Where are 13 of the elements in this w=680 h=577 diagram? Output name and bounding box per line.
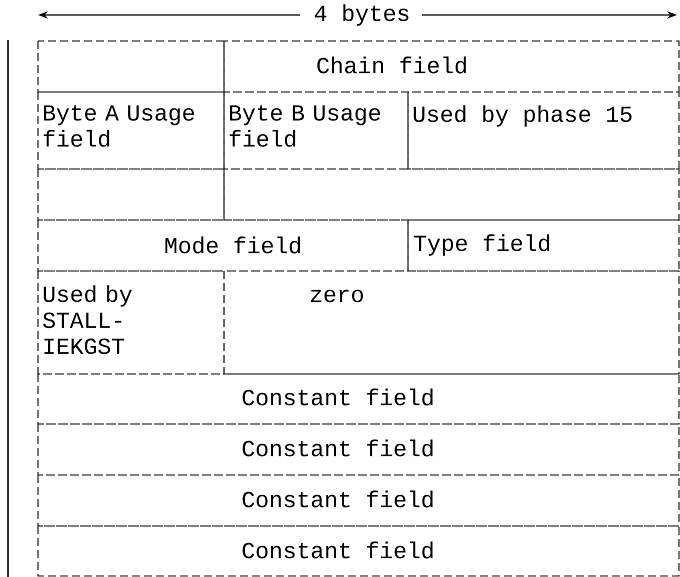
table-cell: Byte B Usage field — [223, 91, 409, 170]
table-cell: Chain field — [223, 40, 680, 93]
table-cell: Used by STALL- IEKGST — [37, 270, 225, 375]
table-cell: Constant field — [37, 423, 680, 476]
table-cell: Mode field — [37, 219, 409, 272]
table-cell: Constant field — [37, 474, 680, 527]
table-cell: Type field — [407, 219, 680, 272]
table-cell: Constant field — [37, 525, 680, 577]
table-cell: Used by phase 15 — [407, 91, 680, 170]
dimension-label: 4 bytes — [314, 4, 408, 26]
table-cell: zero — [223, 270, 680, 375]
table-cell: Constant field — [37, 373, 680, 425]
table-cell: Byte A Usage field — [37, 91, 225, 170]
